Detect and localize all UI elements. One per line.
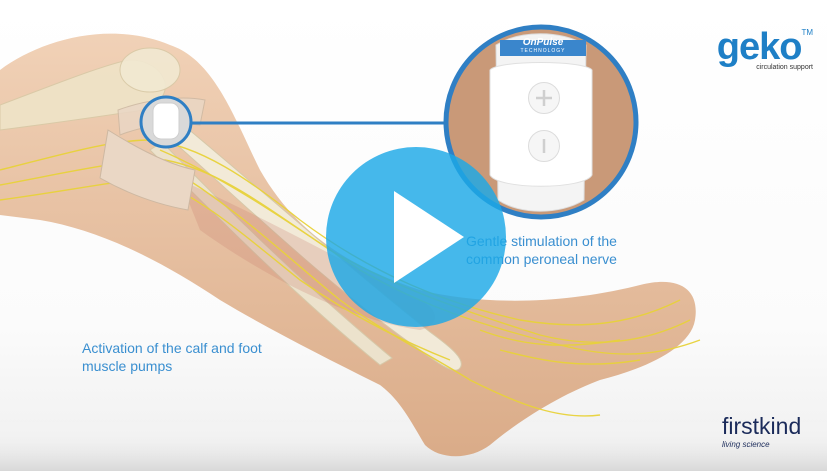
floor-shadow: [0, 420, 827, 471]
firstkind-tagline: living science: [722, 440, 801, 449]
firstkind-wordmark: firstkind: [722, 414, 801, 438]
minus-icon: [528, 130, 560, 162]
firstkind-logo: firstkind living science: [722, 414, 801, 449]
geko-logo: gekoTM circulation support: [717, 28, 813, 71]
patella-bone: [120, 48, 180, 92]
play-button[interactable]: [326, 147, 506, 327]
geko-wordmark: geko: [717, 26, 802, 68]
device-brand-label: OnPulse TECHNOLOGY: [506, 37, 580, 54]
activation-caption: Activation of the calf and foot muscle p…: [82, 339, 282, 375]
play-icon: [326, 147, 506, 327]
geko-trademark: TM: [801, 28, 813, 37]
plus-icon: [528, 82, 560, 114]
